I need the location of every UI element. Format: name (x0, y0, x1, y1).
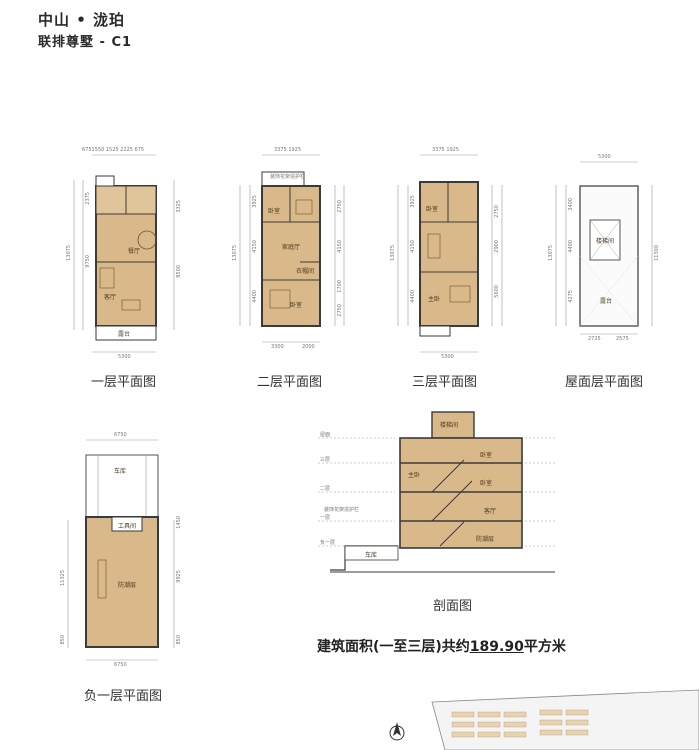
floor2-caption: 二层平面图 (257, 375, 323, 390)
section-annotation: 装饰花架造护栏 (324, 507, 360, 513)
roof-room-stair: 楼梯间 (596, 238, 615, 245)
basement-room-garage: 车库 (114, 468, 127, 475)
floor2-bottom-dim-2: 2000 (302, 344, 315, 350)
floor2-room-bedroom-2: 卧室 (290, 302, 303, 309)
floor1-room-terrace: 露台 (118, 331, 131, 338)
floor1-room-living: 客厅 (104, 294, 117, 301)
roof-bottom-dim-1: 2725 (588, 336, 601, 342)
floor3-bottom-dim: 5300 (441, 354, 454, 360)
section-level-b1: 负一层 (320, 540, 336, 546)
floor3-room-master: 主卧 (428, 296, 441, 303)
floor2-annotation: 装饰花架造护栏 (270, 174, 306, 180)
area-label-suffix: 平方米 (523, 639, 566, 655)
floor1-top-dims: 6751550 1525 2225 675 (82, 147, 145, 153)
floor2-room-closet: 衣帽间 (296, 268, 315, 275)
section-room-bed-2: 卧室 (480, 480, 493, 487)
basement-bottom-dim: 6750 (114, 662, 127, 668)
basement-caption: 负一层平面图 (84, 689, 163, 704)
section-room-master: 主卧 (408, 472, 421, 479)
section-room-damp: 防潮层 (476, 536, 495, 543)
section-level-3f: 三层 (320, 457, 331, 463)
basement-room-tool: 工具间 (118, 523, 137, 530)
floor1-room-dining: 餐厅 (128, 248, 141, 255)
north-arrow-icon (389, 722, 405, 741)
section-room-bed-1: 卧室 (480, 452, 493, 459)
basement-top-dim: 6750 (114, 432, 127, 438)
floor2-top-dims: 3375 1925 (274, 147, 302, 153)
floor3-caption: 三层平面图 (412, 375, 478, 390)
floor1-bottom-dim: 5300 (118, 354, 131, 360)
floor2-room-bedroom-1: 卧室 (268, 208, 281, 215)
floor1-caption: 一层平面图 (91, 375, 157, 390)
project-title: 中山 • 泷珀 (38, 11, 126, 29)
area-value: 189.90 (469, 639, 524, 655)
unit-title: 联排尊墅 - C1 (38, 35, 133, 50)
floor2-bottom-dim-1: 3300 (271, 344, 284, 350)
section-caption: 剖面图 (433, 599, 473, 614)
floor3-top-dims: 3375 1925 (432, 147, 460, 153)
section-room-garage: 车库 (365, 552, 378, 559)
section-level-1f: 一层 (320, 515, 331, 521)
building-area: 建筑面积(一至三层)共约189.90平方米 (317, 636, 566, 656)
section-level-2f: 二层 (320, 486, 331, 492)
area-label-prefix: 建筑面积(一至三层)共约 (317, 639, 470, 655)
roof-bottom-dim-2: 2575 (616, 336, 629, 342)
roof-top-dim: 5300 (598, 154, 611, 160)
roof-caption: 屋面层平面图 (565, 375, 644, 390)
roof-room-terrace: 露台 (600, 298, 613, 305)
section-level-roof: 屋面 (320, 432, 331, 438)
floor2-room-family: 家庭厅 (282, 244, 301, 251)
basement-room-damp: 防潮层 (118, 582, 137, 589)
section-room-living: 客厅 (484, 508, 497, 515)
section-room-stair: 楼梯间 (440, 422, 459, 429)
floor3-room-bedroom: 卧室 (426, 206, 439, 213)
